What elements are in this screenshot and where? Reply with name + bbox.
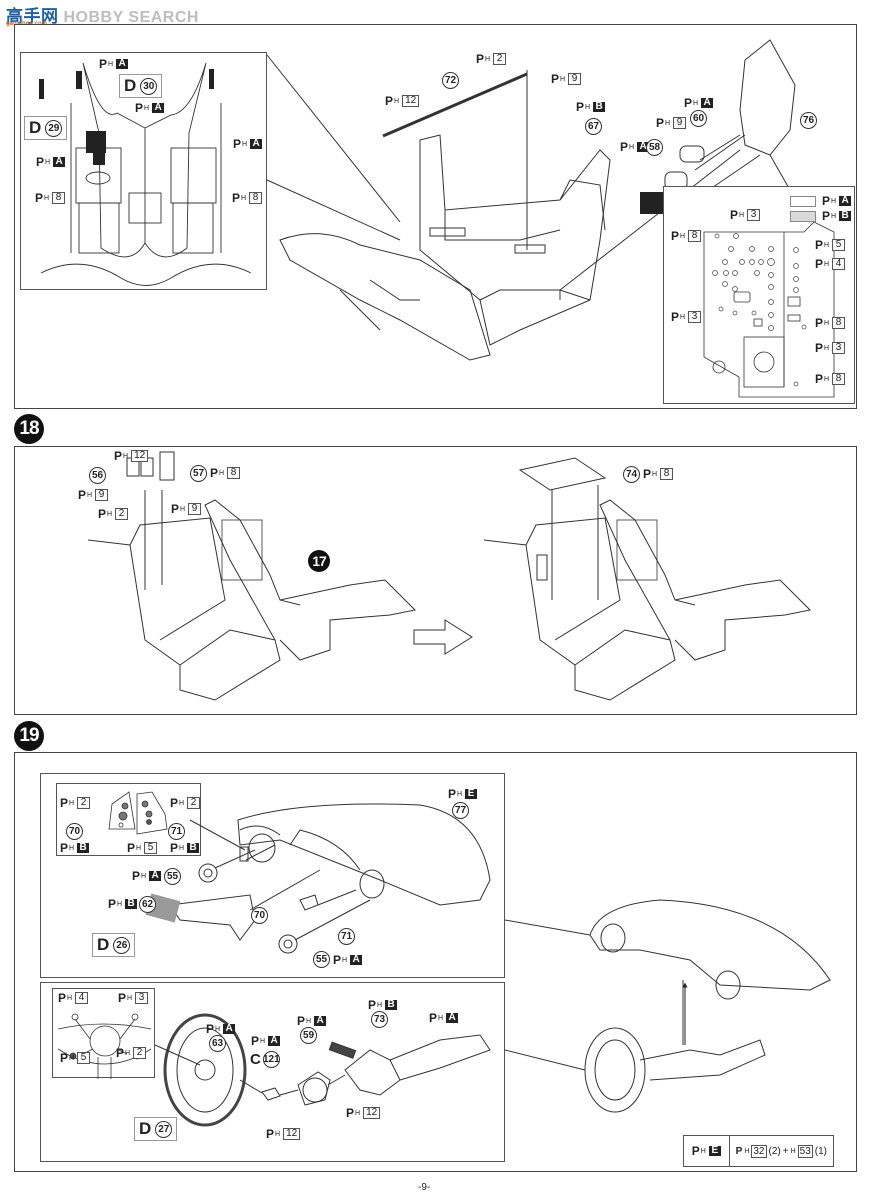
- part-57: 57: [190, 465, 207, 482]
- legend-swatch-gray: [790, 210, 816, 222]
- part-121: 121: [262, 1051, 280, 1068]
- watermark-logo: 高手网: [6, 7, 59, 26]
- step-18-panel: [14, 446, 857, 715]
- part-58: 58: [646, 139, 663, 156]
- part-76: 76: [800, 112, 817, 129]
- part-73: 73: [371, 1011, 388, 1028]
- part-59: 59: [300, 1027, 317, 1044]
- instrument-panel-drawing: [703, 221, 835, 398]
- step-18-number: 18: [14, 414, 44, 444]
- ref-step-17-marker: 17: [308, 550, 330, 572]
- part-74: 74: [623, 466, 640, 483]
- part-70-inset: 70: [66, 823, 83, 840]
- step-19-number: 19: [14, 721, 44, 751]
- part-71-inset: 71: [168, 823, 185, 840]
- part-77: 77: [452, 802, 469, 819]
- part-72: 72: [442, 72, 459, 89]
- part-71: 71: [338, 928, 355, 945]
- part-121-callout: C 121: [250, 1051, 280, 1068]
- wheel-detail-drawing: [57, 1013, 152, 1079]
- part-62: 62: [139, 896, 156, 913]
- part-55-bottom: 55: [313, 951, 330, 968]
- panel-holes: [712, 233, 807, 387]
- instrument-panel-detail: [663, 186, 855, 404]
- part-55-top: 55: [164, 868, 181, 885]
- pedal-detail-drawing: [108, 791, 168, 835]
- decal-black-square: [640, 192, 666, 214]
- part-121-prefix: C: [250, 1051, 261, 1068]
- part-70: 70: [251, 907, 268, 924]
- top-view-drawing: [39, 62, 252, 286]
- part-56: 56: [89, 467, 106, 484]
- part-63: 63: [209, 1035, 226, 1052]
- part-67: 67: [585, 118, 602, 135]
- page-number: -9-: [418, 1182, 431, 1193]
- watermark-brand: HOBBY SEARCH: [63, 9, 199, 26]
- legend-swatch-white: [790, 195, 816, 207]
- part-60: 60: [690, 110, 707, 127]
